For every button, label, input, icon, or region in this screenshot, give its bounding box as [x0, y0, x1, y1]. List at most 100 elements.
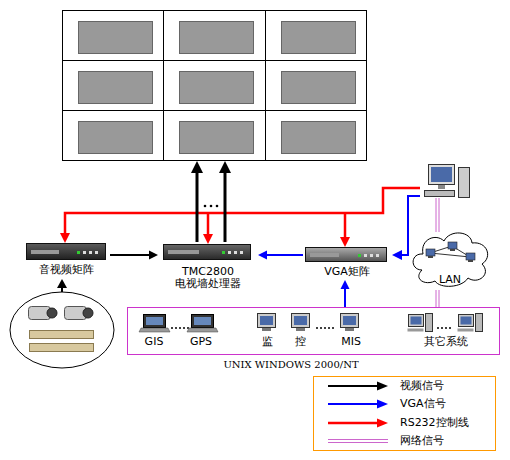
monitor-stand — [345, 328, 354, 331]
ellipsis-dot — [204, 205, 207, 208]
rs232-line — [207, 213, 210, 234]
ellipsis-dot — [445, 327, 447, 329]
pc-screen — [431, 167, 452, 182]
arrow-head — [392, 250, 402, 260]
screen — [79, 122, 153, 154]
ellipsis-dot — [179, 327, 181, 329]
arrow-head — [203, 234, 213, 244]
laptop-display — [146, 317, 163, 325]
device-panel — [168, 250, 199, 254]
rs232-line — [344, 213, 347, 237]
legend-label: RS232控制线 — [400, 417, 469, 429]
video-wall-divider — [62, 60, 367, 61]
device-panel — [310, 253, 339, 257]
screen — [282, 72, 356, 104]
connector-line — [439, 290, 440, 307]
lan-computer-stand — [468, 260, 473, 262]
device-led — [240, 251, 243, 254]
node-label: GIS — [136, 336, 172, 348]
monitor — [292, 314, 310, 328]
node-label: MIS — [328, 336, 374, 348]
connector-line — [110, 254, 150, 256]
device-led — [364, 254, 367, 257]
pc-stand — [438, 185, 445, 189]
arrow-head — [149, 251, 158, 260]
network-line — [439, 198, 440, 232]
monitor-screen — [343, 316, 356, 325]
ellipsis-dot — [437, 327, 439, 329]
legend-sample-line — [328, 442, 388, 443]
arrow-head — [377, 400, 388, 409]
vga-matrix-device: VGA矩阵 — [303, 246, 391, 280]
device-led — [376, 254, 379, 257]
node-label: LAN — [408, 274, 492, 286]
node-label: UNIX WINDOWS 2000/NT — [201, 359, 381, 371]
laptop-screen — [144, 315, 166, 328]
ellipsis-dot — [171, 327, 173, 329]
network-line — [436, 290, 439, 307]
vga-signal-arrow — [258, 251, 303, 260]
ellipsis-dot — [210, 205, 213, 208]
monitor-stand — [262, 328, 271, 331]
systems-group-box: GISGPS监 控MIS其它系统UNIX WINDOWS 2000/NT — [127, 307, 500, 355]
device-panel — [31, 250, 59, 254]
device-led — [89, 251, 92, 254]
laptop-screen — [192, 315, 214, 328]
node-label: TMC2800 电视墙处理器 — [168, 266, 248, 290]
arrow-head — [60, 233, 70, 243]
laptop-display — [194, 317, 211, 325]
video-output-arrow — [196, 172, 199, 242]
arrow-head — [341, 280, 350, 289]
ellipsis-dot — [324, 327, 326, 329]
connector-line — [266, 254, 303, 256]
rack-device — [305, 247, 387, 262]
wall-processor-device: TMC2800 电视墙处理器 — [158, 243, 258, 289]
laptop-base — [187, 328, 218, 332]
arrow-head — [219, 161, 231, 173]
monitor-screen — [294, 316, 307, 325]
lan-link — [430, 253, 470, 257]
camera-group-ellipse — [10, 292, 114, 368]
device-led — [95, 251, 98, 254]
av-matrix-device: 音视频矩阵 — [22, 242, 110, 278]
lan-computer-stand — [428, 256, 433, 258]
lan-computer-stand — [450, 249, 455, 251]
monitor — [409, 315, 424, 327]
legend-sample-line — [328, 385, 378, 387]
pc-tower — [476, 314, 483, 332]
device-led — [358, 254, 361, 257]
ellipsis-dot — [316, 327, 318, 329]
ellipsis-dot — [332, 327, 334, 329]
network-line — [436, 198, 437, 232]
video-wall-divider — [62, 110, 367, 111]
ellipsis-dot — [175, 327, 177, 329]
legend-label: 视频信号 — [400, 380, 444, 392]
screen — [282, 22, 356, 54]
arrow-head — [191, 161, 203, 173]
video-wall-frame — [63, 11, 367, 161]
video-output-arrow — [224, 172, 227, 242]
pc-monitor — [429, 165, 455, 185]
screen — [282, 122, 356, 154]
monitor-stand — [296, 328, 305, 331]
monitor-screen — [411, 317, 422, 325]
pc-tower — [459, 168, 470, 198]
ellipsis-dot — [216, 205, 219, 208]
arrow-head — [340, 237, 350, 247]
node-label: 监 控 — [250, 336, 318, 348]
device-led — [77, 251, 80, 254]
pc-keyboard — [408, 329, 424, 332]
ellipsis-dot — [320, 327, 322, 329]
monitor — [459, 315, 474, 327]
arrow-head — [258, 251, 267, 260]
legend-box — [314, 377, 496, 451]
device-led — [234, 251, 237, 254]
connector-line — [344, 288, 346, 307]
camera-lens — [83, 308, 93, 318]
device-led — [83, 251, 86, 254]
laptop-base — [139, 328, 170, 332]
av-device — [30, 344, 94, 352]
av-device — [30, 331, 94, 339]
node-label: GPS — [181, 336, 221, 348]
